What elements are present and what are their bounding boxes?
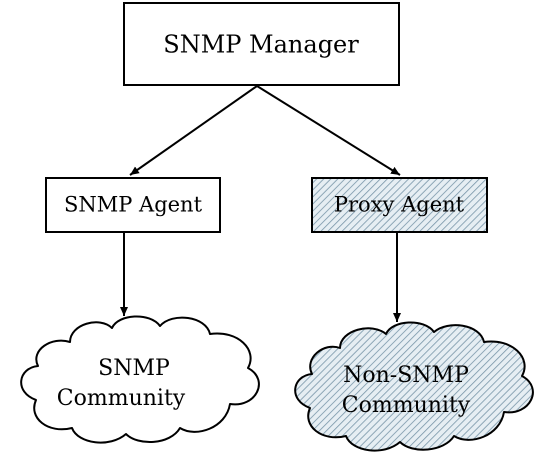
node-snmp-agent: SNMP Agent: [45, 177, 221, 233]
snmp-agent-box: [45, 177, 221, 233]
node-snmp-community: SNMP Community: [20, 315, 260, 444]
node-proxy-agent: Proxy Agent: [311, 177, 488, 233]
proxy-agent-label: Proxy Agent: [334, 193, 465, 217]
snmp-manager-label: SNMP Manager: [163, 31, 359, 59]
edge-manager-to-proxy-agent: [256, 85, 401, 176]
node-snmp-manager: SNMP Manager: [123, 2, 400, 86]
edge-manager-to-snmp-agent: [129, 85, 258, 176]
snmp-manager-box: [123, 2, 400, 86]
snmp-community-line1: SNMP: [98, 356, 170, 381]
non-snmp-community-line2: Community: [342, 393, 471, 418]
proxy-agent-box: [311, 177, 488, 233]
snmp-agent-label: SNMP Agent: [64, 193, 203, 217]
non-snmp-community-cloud: [294, 321, 534, 452]
snmp-community-line2: Community: [57, 386, 186, 411]
node-non-snmp-community: Non-SNMP Community: [294, 321, 534, 452]
non-snmp-community-line1: Non-SNMP: [343, 363, 469, 388]
snmp-community-cloud: [20, 315, 260, 444]
